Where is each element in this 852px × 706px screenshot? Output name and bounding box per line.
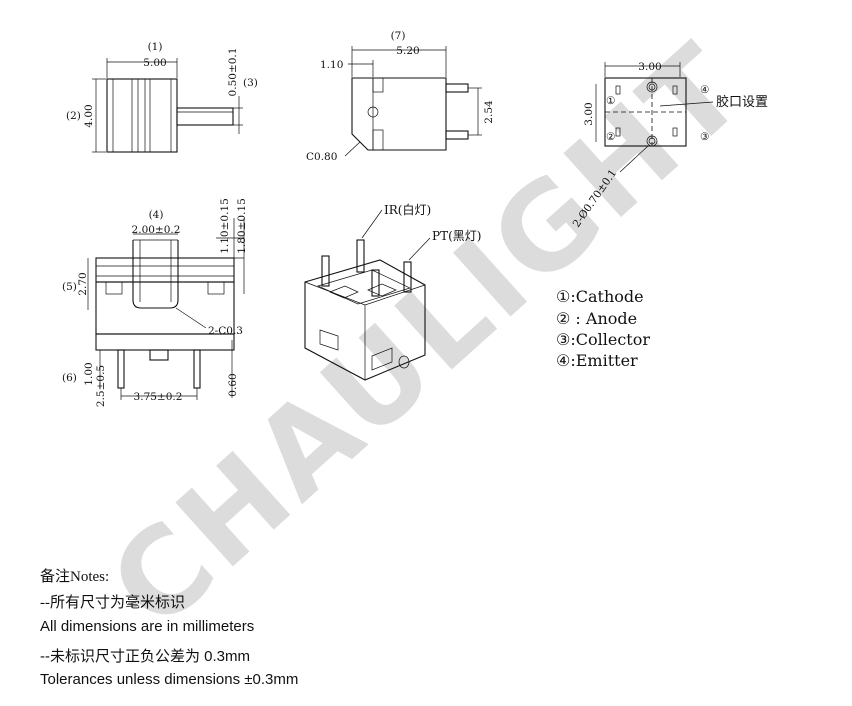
pin-span-dim: 3.75±0.2 [134, 391, 183, 403]
front-height-dim: 4.00 [83, 104, 95, 127]
note-line-3: --未标识尺寸正负公差为 0.3mm [40, 648, 251, 665]
side-offset-dim: 1.10 [320, 59, 343, 71]
note-line-1: --所有尺寸为毫米标识 [40, 595, 185, 611]
front-view: (1) 5.00 (2) 4.00 0.50±0.1 (3) [66, 41, 258, 153]
pt-label: PT(黑灯) [432, 229, 481, 243]
front-width-label: (1) [148, 41, 163, 53]
watermark: CHAULIGHT [84, 17, 771, 655]
tab-height-dim: 1.10±0.15 [219, 198, 231, 254]
top-pin-1: ① [606, 95, 616, 107]
side-width-label: (7) [391, 30, 406, 42]
body-height-label: (5) [62, 281, 77, 293]
bottom-chamfer-dim: 2-C0.3 [208, 325, 243, 337]
pin-thickness-label: (3) [243, 77, 258, 89]
pin-length-label: (6) [62, 372, 77, 384]
tab-height2-dim: 1.80±0.15 [236, 198, 248, 254]
top-pin-4: ④ [700, 84, 710, 96]
bottom-view: (4) 2.00±0.2 1.10±0.15 1.80±0.15 (5) 2.7… [62, 198, 248, 407]
legend-num-3: ③ [556, 330, 570, 349]
svg-text:④:Emitter: ④:Emitter [556, 351, 638, 370]
top-pitch-dim: 3.00 [638, 61, 661, 73]
svg-text:③:Collector: ③:Collector [556, 330, 650, 349]
front-height-label: (2) [66, 110, 81, 122]
ir-label: IR(白灯) [384, 202, 431, 217]
top-pin-2: ② [606, 131, 616, 143]
slot-label: (4) [149, 209, 164, 221]
front-width-dim: 5.00 [143, 57, 166, 69]
side-width-dim: 5.20 [396, 45, 419, 57]
side-view: (7) 5.20 1.10 2.54 C0.80 [306, 30, 495, 163]
legend-text-2: : Anode [570, 309, 637, 328]
legend-text-3: :Collector [570, 330, 650, 349]
top-height-dim: 3.00 [583, 102, 595, 125]
isometric-view: IR(白灯) PT(黑灯) [304, 202, 481, 381]
gate-callout: 胶口设置 [716, 94, 768, 110]
pin-length2-dim: 2.5±0.5 [95, 365, 107, 407]
svg-text:② : Anode: ② : Anode [556, 309, 637, 328]
legend-text-1: :Cathode [570, 287, 643, 306]
side-chamfer-dim: C0.80 [306, 151, 337, 163]
standoff-dim: 0.60 [227, 373, 239, 396]
legend-num-1: ① [556, 287, 570, 306]
legend-num-4: ④ [556, 351, 570, 370]
pin-thickness-dim: 0.50±0.1 [227, 48, 239, 97]
legend-text-4: :Emitter [570, 351, 638, 370]
top-pin-3: ③ [700, 131, 710, 143]
body-height-dim: 2.70 [77, 272, 89, 295]
slot-width-dim: 2.00±0.2 [132, 224, 181, 236]
svg-text:①:Cathode: ①:Cathode [556, 287, 644, 306]
pin-legend: ①:Cathode ② : Anode ③:Collector ④:Emitte… [556, 287, 650, 370]
side-pin-pitch-dim: 2.54 [483, 100, 495, 124]
notes-title: 备注Notes: [40, 569, 110, 585]
legend-num-2: ② [556, 309, 570, 328]
note-line-4: Tolerances unless dimensions ±0.3mm [40, 671, 299, 688]
pin-length-dim: 1.00 [83, 362, 95, 385]
note-line-2: All dimensions are in millimeters [40, 618, 255, 635]
